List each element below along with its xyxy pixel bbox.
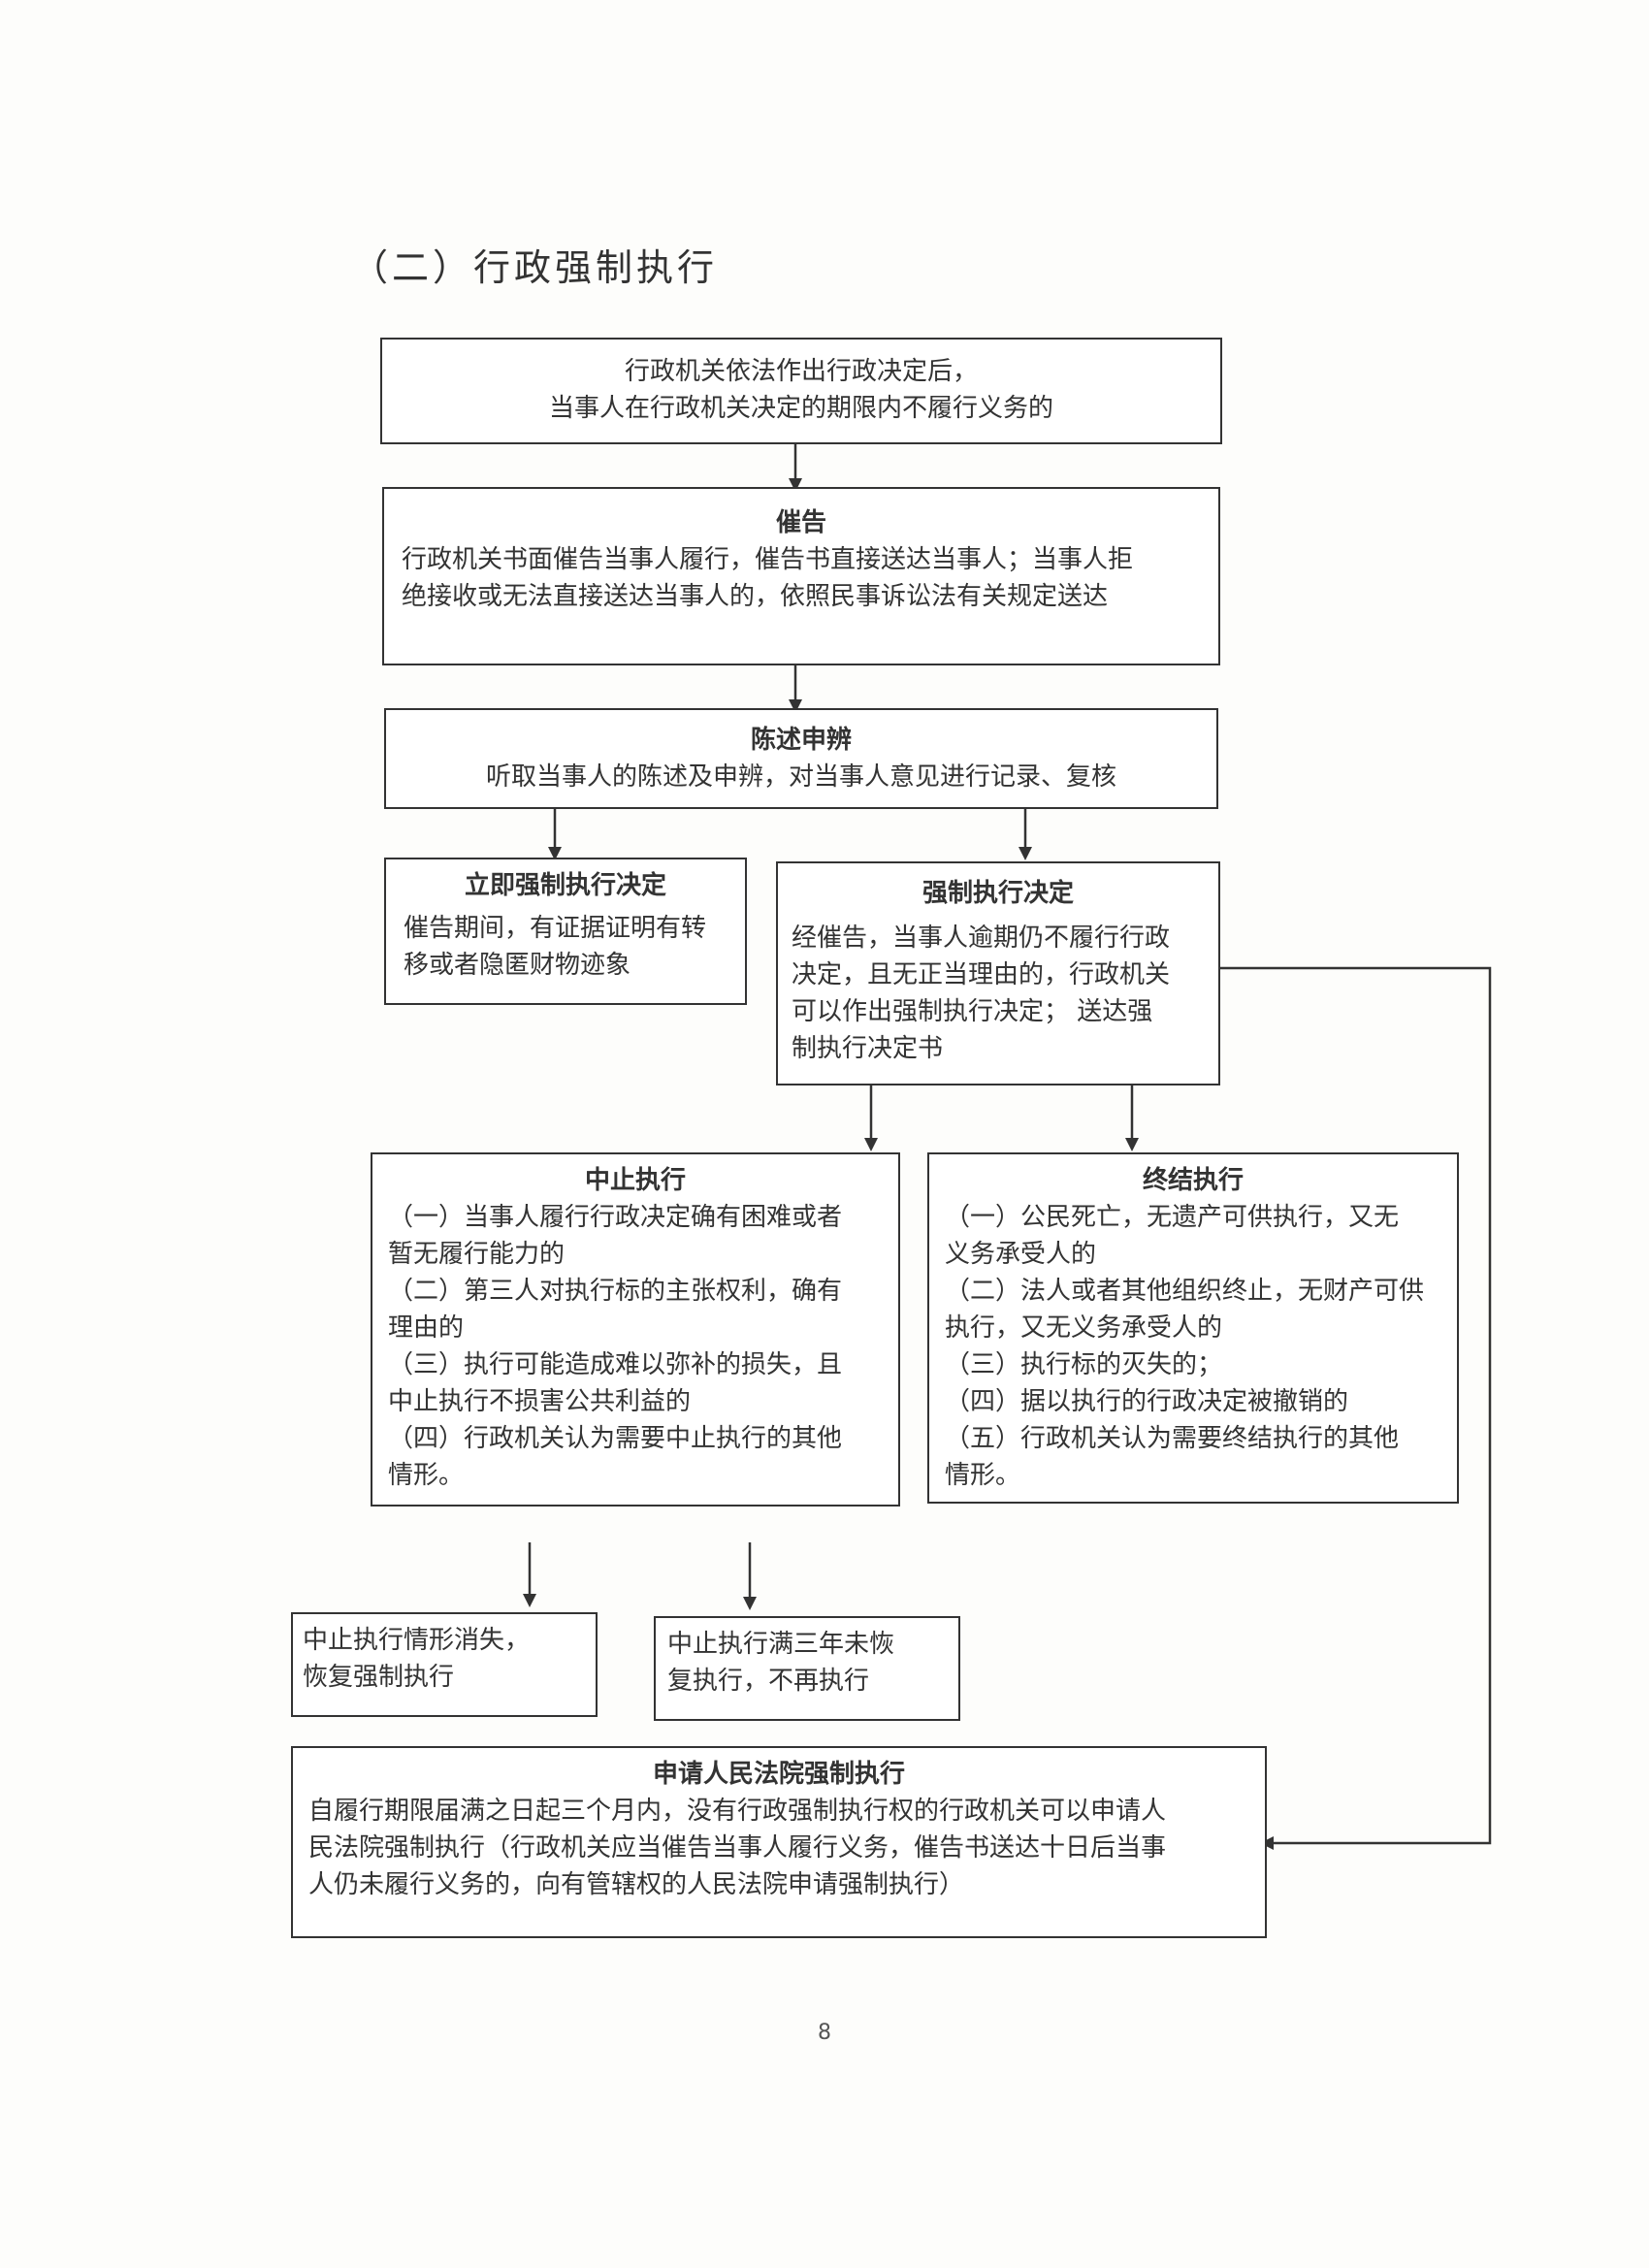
liji-heading: 立即强制执行决定 xyxy=(464,871,666,900)
arrow-qiangzhi-to-shenqing xyxy=(1220,966,1492,1850)
qiangzhi-line-2: 决定，且无正当理由的，行政机关 xyxy=(792,960,1171,989)
zhongzhi-heading: 中止执行 xyxy=(584,1166,686,1195)
chenshu-box: 陈述申辨 听取当事人的陈述及申辨，对当事人意见进行记录、复核 xyxy=(384,708,1218,809)
zhongzhi-line-4: 理由的 xyxy=(388,1313,465,1343)
zhongjie-heading: 终结执行 xyxy=(1142,1166,1244,1195)
cuigao-line-1: 行政机关书面催告当事人履行，催告书直接送达当事人；当事人拒 xyxy=(402,545,1134,574)
shenqing-line-2: 民法院强制执行（行政机关应当催告当事人履行义务，催告书送达十日后当事 xyxy=(308,1833,1167,1863)
zhongzhi-line-3: （二）第三人对执行标的主张权利，确有 xyxy=(388,1277,843,1306)
cuigao-heading: 催告 xyxy=(775,508,826,537)
liji-line-1: 催告期间，有证据证明有转 xyxy=(404,914,707,943)
start-box: 行政机关依法作出行政决定后， 当事人在行政机关决定的期限内不履行义务的 xyxy=(380,338,1222,444)
zhongjie-line-8: 情形。 xyxy=(945,1461,1021,1490)
zhongjie-line-7: （五）行政机关认为需要终结执行的其他 xyxy=(945,1424,1400,1453)
shenqing-heading: 申请人民法院强制执行 xyxy=(652,1760,905,1789)
qiangzhi-line-3: 可以作出强制执行决定； 送达强 xyxy=(792,997,1153,1026)
zhongzhi-line-5: （三）执行可能造成难以弥补的损失，且 xyxy=(388,1350,843,1379)
qiangzhi-line-1: 经催告，当事人逾期仍不履行行政 xyxy=(792,923,1171,953)
page-number: 8 xyxy=(818,2021,831,2045)
qiangzhi-box: 强制执行决定 经催告，当事人逾期仍不履行行政 决定，且无正当理由的，行政机关 可… xyxy=(776,861,1220,1085)
huifu-box: 中止执行情形消失， 恢复强制执行 xyxy=(291,1612,598,1717)
liji-box: 立即强制执行决定 催告期间，有证据证明有转 移或者隐匿财物迹象 xyxy=(384,858,747,1005)
start-line-2: 当事人在行政机关决定的期限内不履行义务的 xyxy=(548,394,1053,423)
zhongjie-line-4: 执行，又无义务承受人的 xyxy=(945,1313,1223,1343)
zhongzhi-line-8: 情形。 xyxy=(388,1461,465,1490)
shenqing-line-3: 人仍未履行义务的，向有管辖权的人民法院申请强制执行） xyxy=(308,1870,965,1899)
liji-line-2: 移或者隐匿财物迹象 xyxy=(404,951,631,980)
huifu-line-1: 中止执行情形消失， xyxy=(303,1626,531,1655)
qiangzhi-heading: 强制执行决定 xyxy=(922,879,1074,908)
page-title: （二）行政强制执行 xyxy=(351,246,719,289)
zhongjie-line-6: （四）据以执行的行政决定被撤销的 xyxy=(945,1387,1349,1416)
chenshu-line-1: 听取当事人的陈述及申辨，对当事人意见进行记录、复核 xyxy=(485,762,1116,792)
cuigao-box: 催告 行政机关书面催告当事人履行，催告书直接送达当事人；当事人拒 绝接收或无法直… xyxy=(382,487,1220,665)
zhongzhi-box: 中止执行 （一）当事人履行行政决定确有困难或者 暂无履行能力的 （二）第三人对执… xyxy=(371,1152,900,1507)
start-line-1: 行政机关依法作出行政决定后， xyxy=(624,357,978,386)
zhongjie-box: 终结执行 （一）公民死亡，无遗产可供执行，又无 义务承受人的 （二）法人或者其他… xyxy=(927,1152,1459,1504)
chenshu-heading: 陈述申辨 xyxy=(750,726,852,755)
buzai-box: 中止执行满三年未恢 复执行，不再执行 xyxy=(654,1616,960,1721)
zhongjie-line-3: （二）法人或者其他组织终止，无财产可供 xyxy=(945,1277,1425,1306)
zhongjie-line-5: （三）执行标的灭失的； xyxy=(945,1350,1223,1379)
zhongzhi-line-2: 暂无履行能力的 xyxy=(388,1240,566,1269)
zhongjie-line-2: 义务承受人的 xyxy=(945,1240,1097,1269)
zhongjie-line-1: （一）公民死亡，无遗产可供执行，又无 xyxy=(945,1203,1400,1232)
shenqing-box: 申请人民法院强制执行 自履行期限届满之日起三个月内，没有行政强制执行权的行政机关… xyxy=(291,1746,1267,1938)
shenqing-line-1: 自履行期限届满之日起三个月内，没有行政强制执行权的行政机关可以申请人 xyxy=(308,1797,1167,1826)
buzai-line-2: 复执行，不再执行 xyxy=(667,1667,870,1696)
qiangzhi-line-4: 制执行决定书 xyxy=(792,1034,944,1063)
zhongzhi-line-6: 中止执行不损害公共利益的 xyxy=(388,1387,692,1416)
zhongzhi-line-1: （一）当事人履行行政决定确有困难或者 xyxy=(388,1203,843,1232)
huifu-line-2: 恢复强制执行 xyxy=(303,1663,455,1692)
cuigao-line-2: 绝接收或无法直接送达当事人的，依照民事诉讼法有关规定送达 xyxy=(402,582,1109,611)
zhongzhi-line-7: （四）行政机关认为需要中止执行的其他 xyxy=(388,1424,843,1453)
buzai-line-1: 中止执行满三年未恢 xyxy=(667,1630,895,1659)
